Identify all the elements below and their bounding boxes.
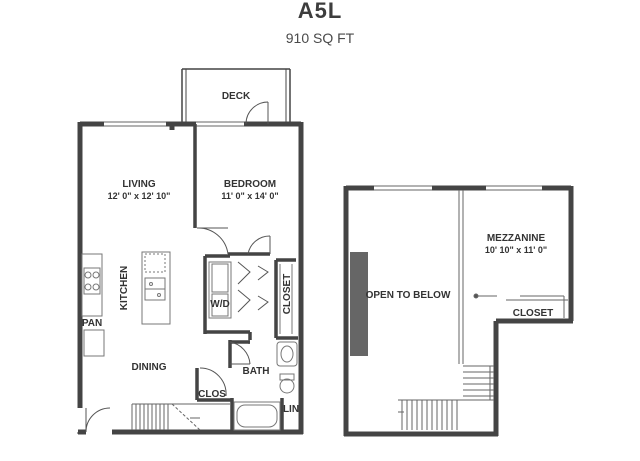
bath-fixtures — [233, 341, 298, 431]
wd-bifold-doors — [237, 261, 269, 313]
lower-doors — [85, 101, 271, 433]
lower-windows — [104, 121, 244, 127]
upper-exterior-walls — [343, 185, 574, 437]
mezzanine-dims: 10' 10" x 11' 0" — [485, 245, 547, 255]
upper-interior-lines — [458, 190, 568, 364]
open-to-below-label: OPEN TO BELOW — [366, 290, 451, 301]
deck-label: DECK — [222, 91, 251, 102]
upper-windows — [374, 185, 542, 191]
mezzanine-label: MEZZANINE — [487, 233, 546, 244]
closet-shelf — [279, 264, 293, 334]
lower-exterior-walls — [77, 121, 304, 435]
dining-label: DINING — [132, 362, 167, 373]
lower-stairs — [131, 403, 230, 431]
clos-label: CLOS — [198, 389, 226, 400]
deck-outline — [181, 68, 291, 122]
living-label: LIVING — [122, 179, 156, 190]
washer-dryer-unit — [208, 261, 232, 319]
wd-label: W/D — [210, 299, 229, 310]
bath-label: BATH — [242, 366, 269, 377]
pantry-label: PAN — [82, 318, 102, 329]
upper-stairs — [398, 365, 494, 430]
upper-railing — [350, 252, 368, 356]
bedroom-dims: 11' 0" x 14' 0" — [221, 191, 278, 201]
bedroom-label: BEDROOM — [224, 179, 276, 190]
linen-label: LIN — [283, 404, 299, 415]
plan-title: A5L — [297, 0, 343, 23]
lower-interior-walls — [193, 124, 298, 432]
living-dims: 12' 0" x 12' 10" — [108, 191, 171, 201]
closet-label: CLOSET — [282, 274, 293, 315]
mezz-closet-label: CLOSET — [513, 308, 554, 319]
plan-area: 910 SQ FT — [285, 30, 355, 46]
kitchen-fixtures — [81, 251, 171, 357]
kitchen-label: KITCHEN — [119, 266, 130, 310]
